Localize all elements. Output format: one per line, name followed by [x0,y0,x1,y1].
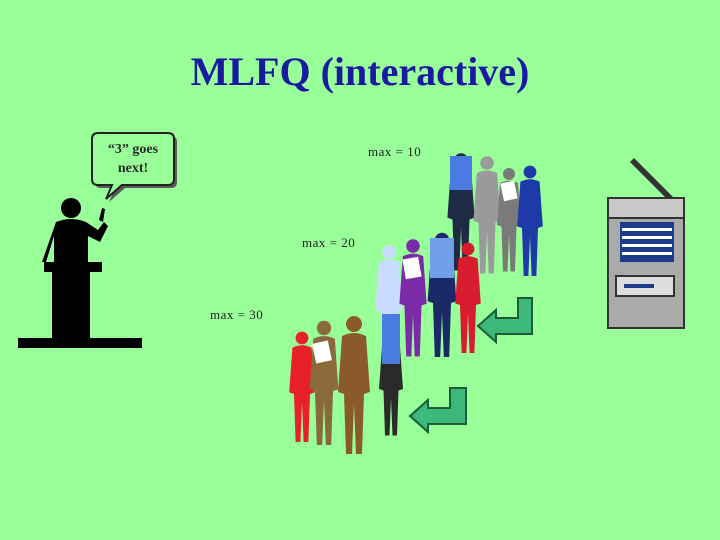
queue-3-people [289,314,403,454]
speaker-silhouette-icon [18,198,142,348]
copier-icon [608,158,684,328]
